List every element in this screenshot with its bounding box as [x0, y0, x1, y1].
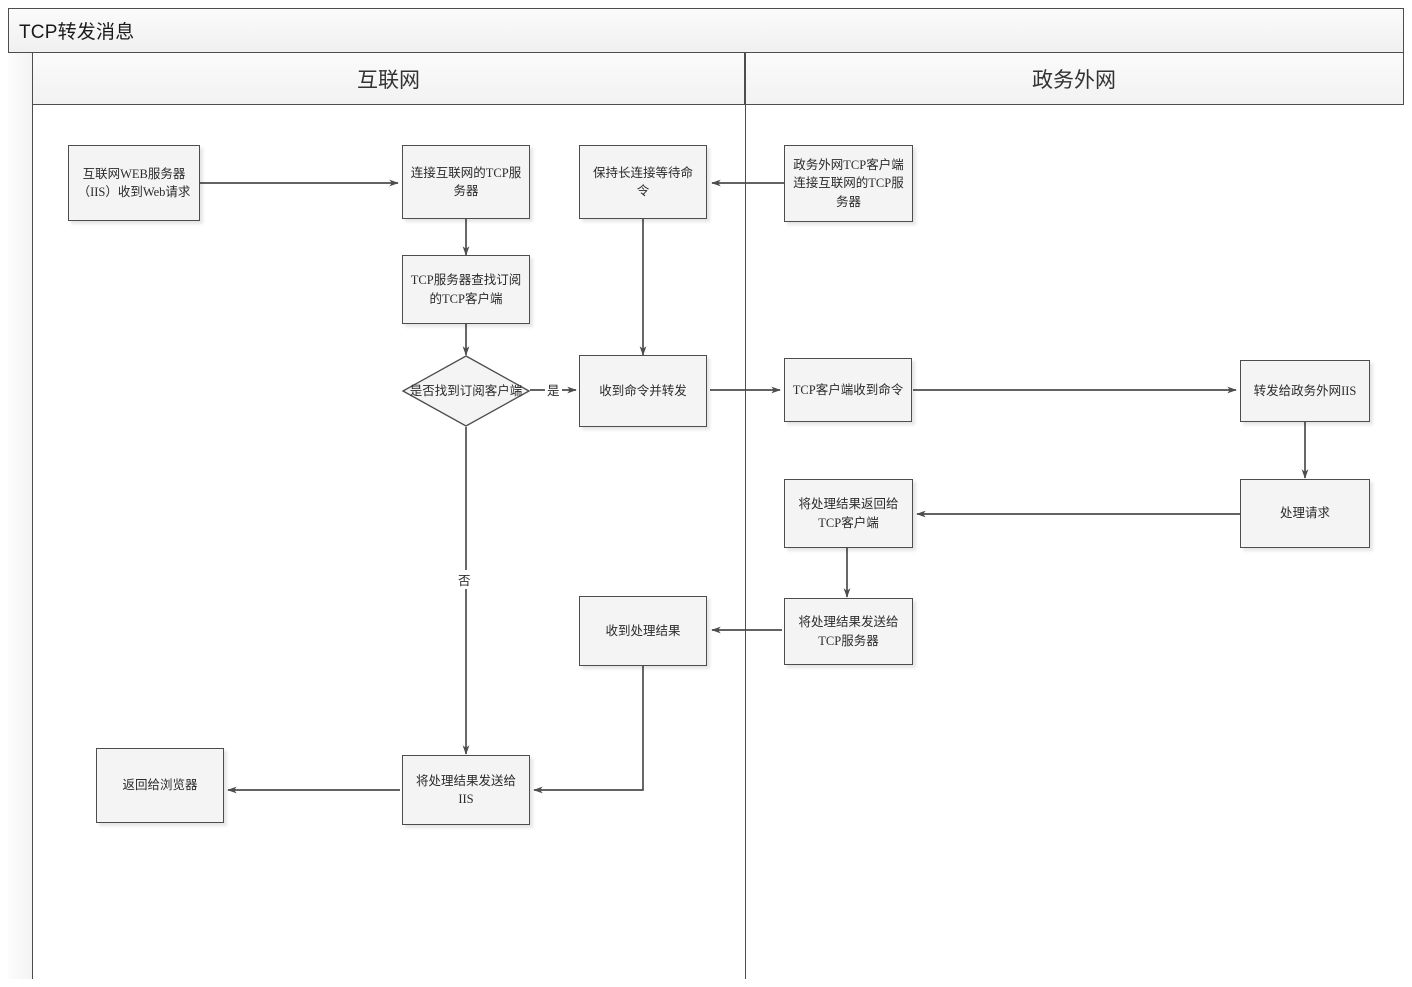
node-client-connect[interactable]: 政务外网TCP客户端连接互联网的TCP服务器 — [784, 145, 913, 222]
node-forward-to-iis[interactable]: 转发给政务外网IIS — [1240, 360, 1370, 422]
node-forward-to-iis-label: 转发给政务外网IIS — [1253, 383, 1357, 398]
node-return-to-client[interactable]: 将处理结果返回给TCP客户端 — [784, 479, 913, 548]
node-web-request-label: 互联网WEB服务器（IIS）收到Web请求 — [77, 166, 191, 199]
node-send-to-iis-label: 将处理结果发送给IIS — [415, 773, 516, 806]
decision-diamond-shape — [402, 355, 530, 427]
node-send-to-server-label: 将处理结果发送给TCP服务器 — [798, 615, 899, 648]
edge-label-yes: 是 — [545, 380, 562, 399]
lane-header-internet: 互联网 — [33, 53, 745, 105]
node-recv-forward[interactable]: 收到命令并转发 — [579, 355, 707, 427]
node-client-connect-label: 政务外网TCP客户端连接互联网的TCP服务器 — [793, 158, 904, 209]
edge-label-no: 否 — [456, 570, 473, 589]
lane-body-internet — [33, 105, 745, 979]
node-find-subscriber-label: TCP服务器查找订阅的TCP客户端 — [410, 273, 522, 306]
node-handle-request-label: 处理请求 — [1279, 506, 1330, 521]
node-return-browser[interactable]: 返回给浏览器 — [96, 748, 224, 823]
node-recv-result-label: 收到处理结果 — [605, 623, 681, 638]
node-found-decision[interactable]: 是否找到订阅客户端 — [402, 355, 530, 427]
node-client-recv-cmd[interactable]: TCP客户端收到命令 — [784, 358, 912, 422]
node-connect-tcp-server-label: 连接互联网的TCP服务器 — [410, 165, 522, 198]
node-web-request[interactable]: 互联网WEB服务器（IIS）收到Web请求 — [68, 145, 200, 221]
node-recv-forward-label: 收到命令并转发 — [599, 383, 687, 398]
node-client-recv-cmd-label: TCP客户端收到命令 — [792, 382, 904, 397]
lane-label-extranet: 政务外网 — [1032, 67, 1116, 92]
lane-label-internet: 互联网 — [357, 67, 420, 92]
lane-divider — [745, 53, 746, 979]
node-send-to-iis[interactable]: 将处理结果发送给IIS — [402, 755, 530, 825]
diagram-title: TCP转发消息 — [19, 22, 135, 43]
pool-side-band — [8, 53, 33, 979]
node-find-subscriber[interactable]: TCP服务器查找订阅的TCP客户端 — [402, 255, 530, 324]
node-return-browser-label: 返回给浏览器 — [122, 778, 198, 793]
diagram-title-bar: TCP转发消息 — [8, 8, 1404, 53]
node-recv-result[interactable]: 收到处理结果 — [579, 596, 707, 666]
node-connect-tcp-server[interactable]: 连接互联网的TCP服务器 — [402, 145, 530, 219]
node-send-to-server[interactable]: 将处理结果发送给TCP服务器 — [784, 598, 913, 665]
node-handle-request[interactable]: 处理请求 — [1240, 479, 1370, 548]
node-keep-alive-label: 保持长连接等待命令 — [592, 165, 693, 198]
node-return-to-client-label: 将处理结果返回给TCP客户端 — [798, 497, 899, 530]
node-keep-alive[interactable]: 保持长连接等待命令 — [579, 145, 707, 219]
lane-header-extranet: 政务外网 — [745, 53, 1404, 105]
